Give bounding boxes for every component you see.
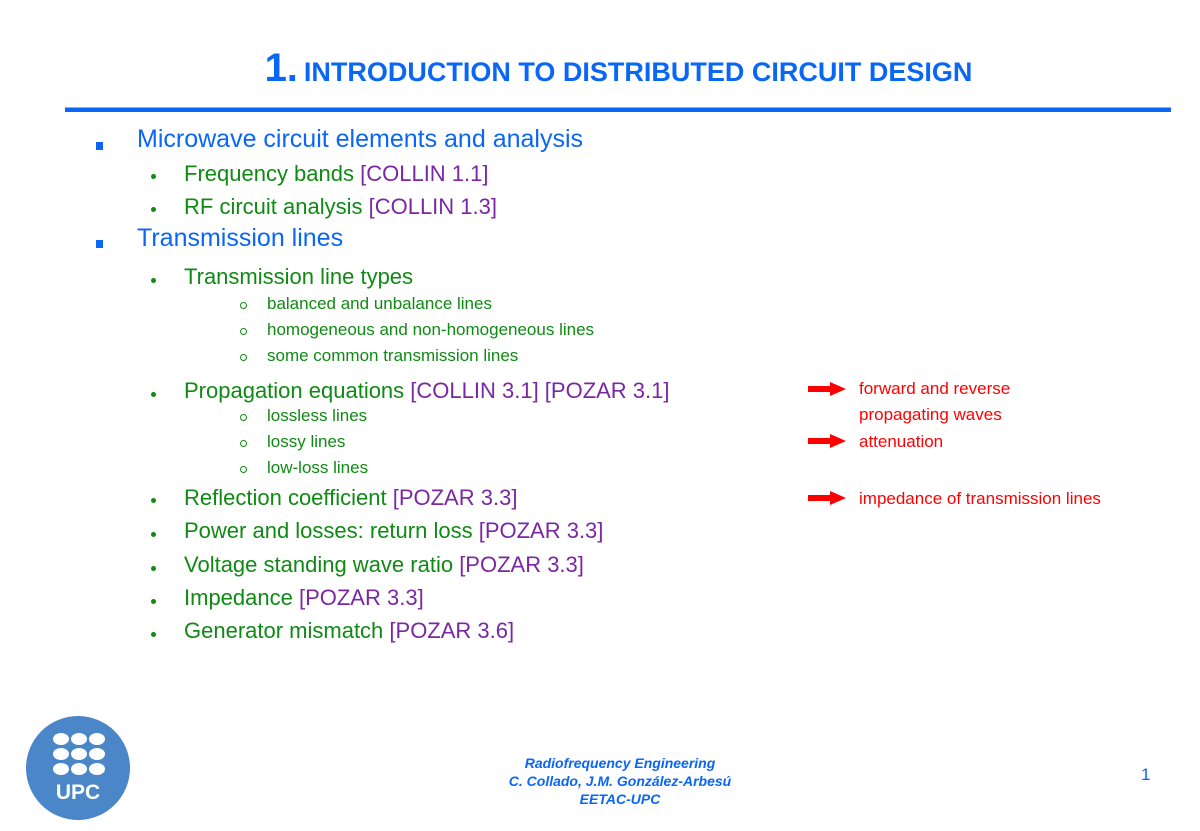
footer-credits: Radiofrequency Engineering C. Collado, J… <box>430 754 810 808</box>
red-arrow-icon <box>808 382 846 396</box>
red-arrow-icon <box>808 491 846 505</box>
course-name: Radiofrequency Engineering <box>524 755 716 771</box>
bullet-dot-icon <box>151 532 156 537</box>
book-reference: [POZAR 3.3] <box>459 552 584 577</box>
square-bullet-icon <box>96 240 103 248</box>
outline-subitem: some common transmission lines <box>267 346 519 365</box>
bullet-dot-icon <box>151 566 156 571</box>
section-heading: Microwave circuit elements and analysis <box>137 125 584 153</box>
bullet-dot-icon <box>151 599 156 604</box>
bullet-dot-icon <box>151 498 156 503</box>
section-heading: Transmission lines <box>137 224 344 252</box>
outline-item: Frequency bands [COLLIN 1.1] <box>184 161 489 186</box>
outline-subitem: low-loss lines <box>267 458 369 477</box>
outline-item: Voltage standing wave ratio [POZAR 3.3] <box>184 552 584 577</box>
page-number: 1 <box>1141 765 1151 784</box>
outline-item: Propagation equations [COLLIN 3.1] [POZA… <box>184 378 670 403</box>
institution: EETAC-UPC <box>579 791 661 807</box>
book-reference: [POZAR 3.3] <box>392 485 518 510</box>
circle-bullet-icon <box>240 414 247 421</box>
book-reference: [POZAR 3.3] <box>478 518 604 543</box>
bullet-dot-icon <box>151 392 156 397</box>
outline-item: Reflection coefficient [POZAR 3.3] <box>184 485 518 510</box>
title-number: 1. <box>264 46 298 90</box>
outline-subitem: lossless lines <box>267 406 368 425</box>
book-reference: [POZAR 3.6] <box>389 618 515 643</box>
bullet-dot-icon <box>151 632 156 637</box>
circle-bullet-icon <box>240 354 247 361</box>
red-arrow-icon <box>808 434 846 448</box>
outline-item: Power and losses: return loss [POZAR 3.3… <box>184 518 604 543</box>
circle-bullet-icon <box>240 302 247 309</box>
annotation-note: attenuation <box>859 432 944 451</box>
bullet-dot-icon <box>151 207 156 212</box>
upc-logo: UPC <box>26 716 130 820</box>
bullet-dot-icon <box>151 278 156 283</box>
circle-bullet-icon <box>240 328 247 335</box>
book-reference: [POZAR 3.3] <box>298 585 424 610</box>
outline-item: Transmission line types <box>184 264 414 289</box>
book-reference: [COLLIN 1.3] <box>368 194 497 219</box>
outline-subitem: homogeneous and non-homogeneous lines <box>267 320 595 339</box>
title-text: INTRODUCTION TO DISTRIBUTED CIRCUIT DESI… <box>303 57 973 87</box>
outline-subitem: lossy lines <box>267 432 346 451</box>
circle-bullet-icon <box>240 466 247 473</box>
square-bullet-icon <box>96 142 103 150</box>
annotation-note: forward and reverse <box>859 379 1011 398</box>
annotation-note: propagating waves <box>859 405 1002 424</box>
outline-subitem: balanced and unbalance lines <box>267 294 492 313</box>
annotation-note: impedance of transmission lines <box>859 489 1101 508</box>
slide-title: 1.INTRODUCTION TO DISTRIBUTED CIRCUIT DE… <box>0 46 1200 91</box>
book-reference: [COLLIN 3.1] [POZAR 3.1] <box>410 378 670 403</box>
title-divider <box>65 107 1171 112</box>
authors: C. Collado, J.M. González-Arbesú <box>508 773 732 789</box>
bullet-dot-icon <box>151 174 156 179</box>
outline-item: Generator mismatch [POZAR 3.6] <box>184 618 515 643</box>
svg-text:UPC: UPC <box>56 781 100 804</box>
outline-item: Impedance [POZAR 3.3] <box>184 585 424 610</box>
book-reference: [COLLIN 1.1] <box>360 161 489 186</box>
outline-item: RF circuit analysis [COLLIN 1.3] <box>184 194 497 219</box>
circle-bullet-icon <box>240 440 247 447</box>
